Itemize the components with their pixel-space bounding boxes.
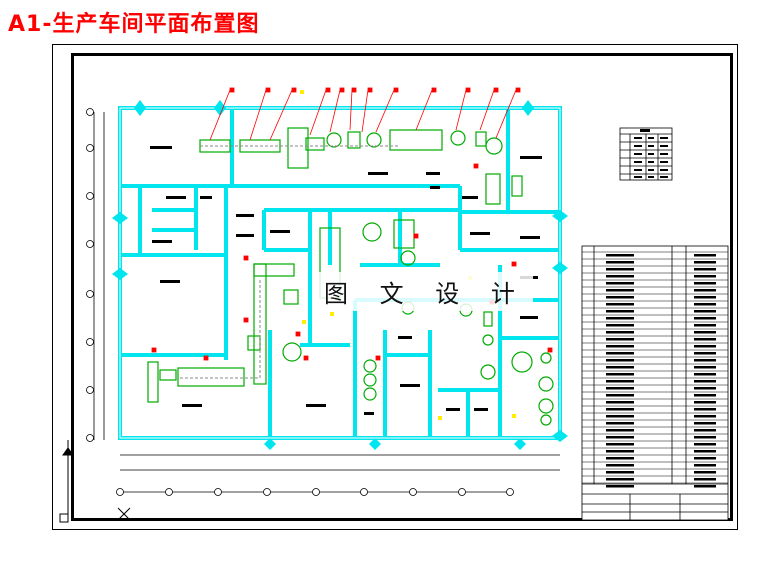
table-cell-text xyxy=(694,359,716,362)
table-cell-text xyxy=(606,457,634,460)
table-cell-text xyxy=(694,408,716,411)
table-cell-text xyxy=(694,415,716,418)
vertical-axis-markers xyxy=(86,108,94,442)
table-cell-text xyxy=(694,464,716,467)
equipment-list-table xyxy=(581,245,729,521)
table-cell-text xyxy=(694,331,716,334)
table-cell-text xyxy=(694,275,716,278)
table-cell-text xyxy=(694,317,716,320)
table-cell-text xyxy=(606,429,634,432)
table-cell-text xyxy=(606,471,634,474)
table-cell-text xyxy=(606,415,634,418)
table-cell-text xyxy=(606,366,634,369)
table-cell-text xyxy=(606,303,634,306)
table-cell-text xyxy=(694,401,716,404)
table-cell-text xyxy=(694,485,716,488)
table-cell-text xyxy=(694,429,716,432)
table-cell-text xyxy=(606,324,634,327)
table-cell-text xyxy=(694,303,716,306)
markers xyxy=(300,90,516,420)
table-cell-text xyxy=(606,443,634,446)
table-cell-text xyxy=(694,310,716,313)
table-cell-text xyxy=(606,345,634,348)
room-labels xyxy=(150,146,542,415)
table-cell-text xyxy=(694,352,716,355)
table-cell-text xyxy=(606,401,634,404)
table-cell-text xyxy=(606,408,634,411)
table-cell-text xyxy=(606,275,634,278)
table-cell-text xyxy=(606,331,634,334)
table-cell-text xyxy=(694,261,716,264)
table-cell-text xyxy=(694,436,716,439)
table-cell-text xyxy=(606,394,634,397)
table-cell-text xyxy=(694,471,716,474)
table-cell-text xyxy=(606,436,634,439)
table-cell-text xyxy=(694,324,716,327)
horizontal-axis-markers xyxy=(116,488,514,496)
table-cell-text xyxy=(606,317,634,320)
table-cell-text xyxy=(606,282,634,285)
table-cell-text xyxy=(606,450,634,453)
table-cell-text xyxy=(694,457,716,460)
table-cell-text xyxy=(694,289,716,292)
table-cell-text xyxy=(694,345,716,348)
drawing-sheet-border xyxy=(52,44,738,530)
table-cell-text xyxy=(606,373,634,376)
table-cell-text xyxy=(694,380,716,383)
table-cell-text xyxy=(606,485,634,488)
table-cell-text xyxy=(694,373,716,376)
columns xyxy=(112,100,568,450)
table-cell-text xyxy=(606,422,634,425)
table-cell-text xyxy=(606,359,634,362)
table-cell-text xyxy=(606,464,634,467)
table-cell-text xyxy=(606,254,634,257)
table-cell-text xyxy=(606,352,634,355)
table-cell-text xyxy=(694,254,716,257)
table-cell-text xyxy=(606,268,634,271)
equipment xyxy=(147,127,554,426)
table-cell-text xyxy=(694,282,716,285)
table-cell-text xyxy=(694,296,716,299)
equipment-list-rows xyxy=(582,251,728,488)
table-cell-text xyxy=(694,394,716,397)
drawing-title: A1-生产车间平面布置图 xyxy=(8,12,260,37)
axis-origin-marker xyxy=(59,440,131,523)
table-cell-text xyxy=(694,387,716,390)
drawing-frame xyxy=(71,53,733,521)
table-cell-text xyxy=(606,296,634,299)
table-cell-text xyxy=(606,338,634,341)
table-cell-text xyxy=(694,338,716,341)
table-cell-text xyxy=(606,289,634,292)
equipment-tags xyxy=(151,87,553,361)
table-cell-text xyxy=(694,366,716,369)
legend-text xyxy=(634,129,668,178)
table-cell-text xyxy=(606,478,634,481)
watermark-text: 图 文 设 计 xyxy=(318,272,533,311)
pipelines xyxy=(180,145,400,380)
table-cell-text xyxy=(606,261,634,264)
table-cell-text xyxy=(606,310,634,313)
table-cell-text xyxy=(606,387,634,390)
table-cell-text xyxy=(694,422,716,425)
table-cell-text xyxy=(694,478,716,481)
table-cell-text xyxy=(694,443,716,446)
table-cell-text xyxy=(606,380,634,383)
table-cell-text xyxy=(694,450,716,453)
table-cell-text xyxy=(694,268,716,271)
